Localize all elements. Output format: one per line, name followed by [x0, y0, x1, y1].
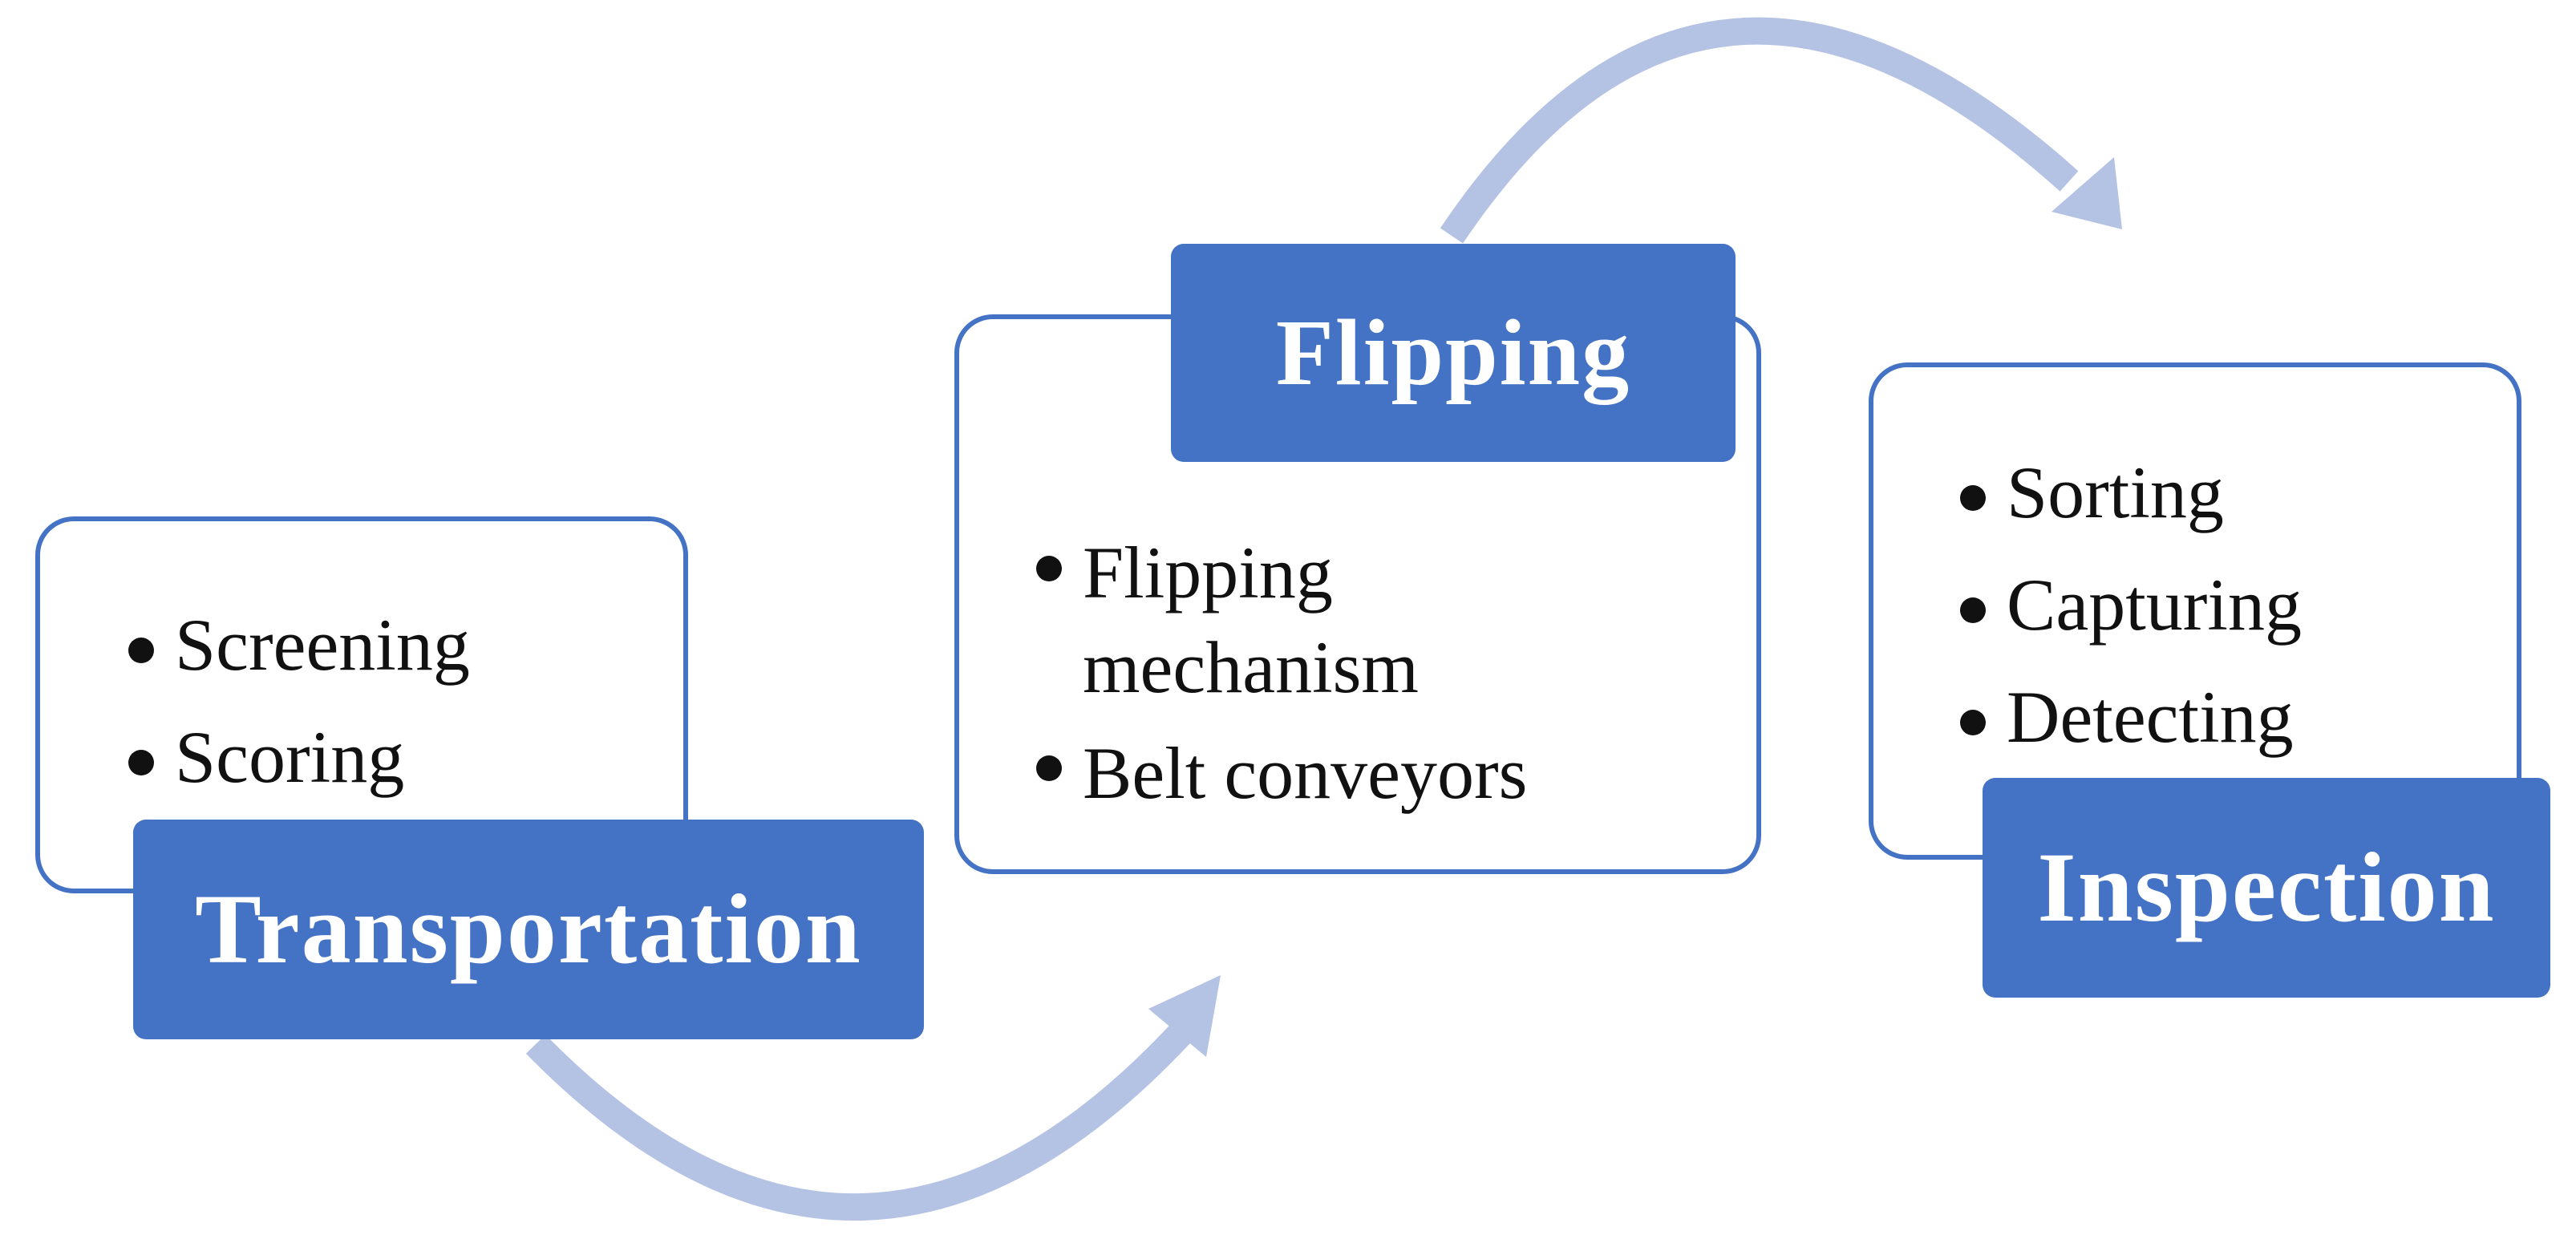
list-item: Detecting [1955, 680, 2302, 754]
arrow-transportation-to-flipping [525, 1015, 1199, 1221]
transportation-label: Transportation [133, 820, 924, 1039]
list-item: Capturing [1955, 568, 2302, 642]
inspection-item-list: Sorting Capturing Detecting [1955, 455, 2302, 754]
arrow-head-to-inspection [2051, 157, 2122, 229]
list-item: Screening [124, 608, 470, 682]
list-item: Scoring [124, 720, 470, 794]
flipping-label: Flipping [1171, 244, 1736, 462]
inspection-label: Inspection [1983, 778, 2550, 998]
inspection-detail-box: Sorting Capturing Detecting [1869, 362, 2521, 860]
flipping-item-list: Flipping mechanism Belt conveyors [1031, 526, 1660, 820]
arrow-flipping-to-inspection [1440, 17, 2079, 244]
arrow-head-to-flipping [1148, 975, 1221, 1057]
list-item: Belt conveyors [1031, 727, 1660, 821]
list-item: Sorting [1955, 455, 2302, 529]
transportation-item-list: Screening Scoring [124, 608, 470, 794]
list-item: Flipping mechanism [1031, 526, 1660, 715]
